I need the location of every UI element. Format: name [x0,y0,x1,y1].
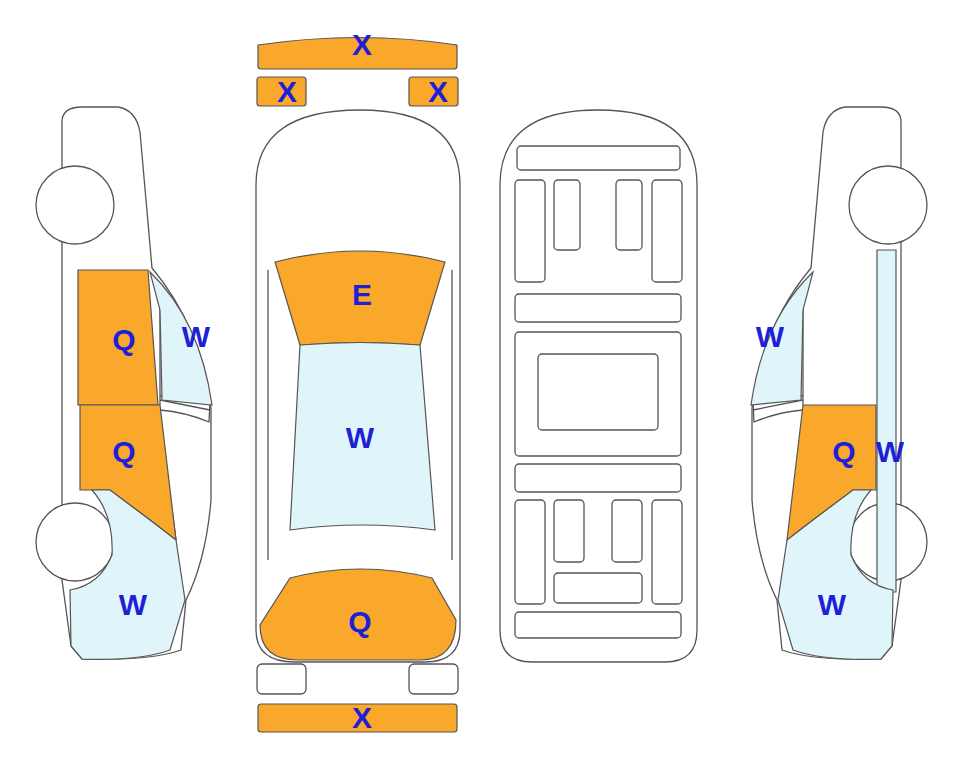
damage-code: Q [348,607,371,637]
panel-shape [258,525,458,662]
damage-code: W [876,437,904,467]
damage-panel: X [256,30,460,72]
damage-panel: E [272,240,448,347]
damage-panel: Q [258,525,458,662]
damage-panel: Q [76,268,162,407]
damage-panel: X [255,75,308,108]
damage-code: W [182,322,210,352]
damage-code: Q [112,325,135,355]
damage-code: W [756,322,784,352]
damage-panel: W [874,248,898,594]
damage-code: W [119,590,147,620]
damage-panel: X [256,702,460,734]
damage-code: W [818,590,846,620]
panel-shape [874,248,898,594]
panel-shape [775,488,895,660]
damage-panel: W [749,270,815,410]
damage-panel: W [148,270,214,410]
damage-code: Q [112,437,135,467]
damage-code: X [352,703,372,733]
damage-code: E [352,280,372,310]
damage-code: X [352,30,372,60]
panel-shape [68,488,188,660]
damage-panel: W [68,488,188,660]
damage-code: W [346,423,374,453]
damage-panel: X [407,75,460,108]
damage-code: Q [832,437,855,467]
damage-code: X [277,77,297,107]
damage-panel: W [775,488,895,660]
damage-panel: W [286,338,438,532]
damage-code: X [428,77,448,107]
